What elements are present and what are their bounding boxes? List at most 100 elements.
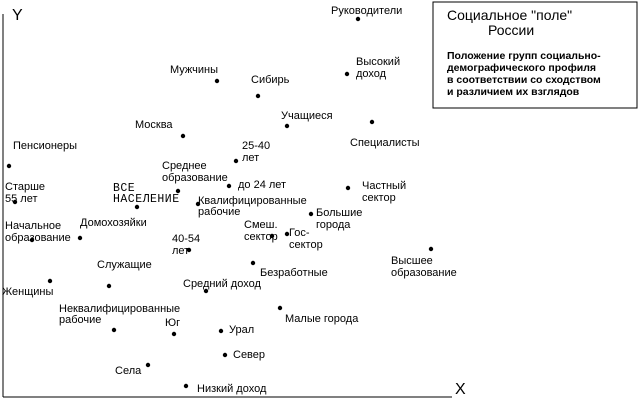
- label-bolshie-goroda-line-2: города: [316, 219, 351, 231]
- group-gos-sektor: Гос-сектор: [284, 227, 323, 251]
- label-bolshie-goroda-line-1: Большие: [316, 207, 362, 219]
- point-25-40: [233, 158, 239, 164]
- group-bezrabotnye: Безработные: [250, 260, 328, 279]
- point-vysokiy-dokhod: [344, 71, 350, 77]
- group-pensionery: Пенсионеры: [6, 140, 77, 169]
- label-do-24-line-1: до 24 лет: [238, 179, 286, 191]
- group-muzhchiny: Мужчины: [170, 64, 220, 84]
- legend-subtitle-line-4: и различием их взглядов: [447, 86, 580, 98]
- label-vysokiy-dokhod-line-1: Высокий: [356, 56, 400, 68]
- label-ural-line-1: Урал: [229, 324, 254, 336]
- label-sela-line-1: Села: [115, 365, 142, 377]
- group-sever: Север: [222, 349, 265, 361]
- point-sredniy-dokhod: [203, 288, 209, 294]
- legend-frame: [432, 1, 638, 109]
- label-vysokiy-dokhod-line-2: доход: [356, 68, 387, 80]
- label-zhenshchiny-line-1: Женщины: [2, 286, 53, 298]
- group-moskva: Москва: [135, 119, 186, 139]
- point-chastny-sektor: [345, 185, 351, 191]
- label-rukovoditeli-line-1: Руководители: [331, 5, 402, 17]
- label-vse-naselenie-line-2: НАСЕЛЕНИЕ: [113, 193, 180, 206]
- group-domokhozyayki: Домохозяйки: [77, 217, 147, 241]
- label-sever-line-1: Север: [233, 349, 265, 361]
- point-spetsialisty: [369, 119, 375, 125]
- point-muzhchiny: [214, 78, 220, 84]
- label-40-54-line-2: лет: [172, 245, 189, 257]
- y-axis-label: Y: [12, 7, 23, 24]
- label-chastny-sektor-line-1: Частный: [362, 180, 406, 192]
- label-malye-goroda-line-1: Малые города: [285, 313, 359, 325]
- point-40-54: [186, 247, 192, 253]
- group-spetsialisty: Специалисты: [350, 119, 420, 149]
- label-40-54-line-1: 40-54: [172, 233, 200, 245]
- label-moskva-line-1: Москва: [135, 119, 173, 131]
- point-domokhozyayki: [77, 235, 83, 241]
- point-nekvalif-rabochie: [111, 327, 117, 333]
- label-spetsialisty-line-1: Специалисты: [350, 137, 420, 149]
- label-domokhozyayki-line-1: Домохозяйки: [80, 217, 147, 229]
- group-sluzhashchie: Служащие: [97, 259, 152, 289]
- point-srednee-obrazovanie: [175, 188, 181, 194]
- label-chastny-sektor-line-2: сектор: [362, 192, 396, 204]
- point-vse-naselenie: [134, 204, 140, 210]
- legend-title-line-2: России: [488, 22, 534, 38]
- label-muzhchiny-line-1: Мужчины: [170, 64, 218, 76]
- label-smesh-sektor-line-1: Смеш.: [244, 219, 278, 231]
- point-do-24: [226, 183, 232, 189]
- point-zhenshchiny: [47, 278, 53, 284]
- legend-subtitle-line-3: в соответствии со сходством: [447, 74, 601, 86]
- label-vse-naselenie-line-1: ВСЕ: [113, 182, 135, 195]
- label-kvalif-rabochie-line-1: Квалифицированные: [198, 195, 307, 207]
- group-uchashchiesya: Учащиеся: [281, 110, 333, 129]
- point-rukovoditeli: [355, 16, 361, 22]
- group-sela: Села: [115, 362, 151, 377]
- label-25-40-line-2: лет: [242, 152, 259, 164]
- point-yug: [171, 331, 177, 337]
- label-nachalnoe-obrazovanie-line-1: Начальное: [5, 220, 61, 232]
- point-sever: [222, 352, 228, 358]
- label-nekvalif-rabochie-line-2: рабочие: [59, 314, 101, 326]
- legend-subtitle-line-2: демографического профиля: [447, 62, 596, 74]
- label-smesh-sektor-line-2: сектор: [244, 231, 278, 243]
- point-smesh-sektor: [269, 233, 275, 239]
- label-nizkiy-dokhod-line-1: Низкий доход: [197, 383, 267, 395]
- label-sibir-line-1: Сибирь: [251, 74, 290, 86]
- point-sibir: [255, 93, 261, 99]
- point-kvalif-rabochie: [195, 201, 201, 207]
- point-sela: [145, 362, 151, 368]
- point-ural: [218, 328, 224, 334]
- group-smesh-sektor: Смеш.сектор: [244, 219, 278, 243]
- group-sibir: Сибирь: [251, 74, 290, 99]
- group-nizkiy-dokhod: Низкий доход: [183, 383, 267, 395]
- group-ural: Урал: [218, 324, 254, 336]
- legend-title-line-1: Социальное "поле": [447, 7, 572, 23]
- point-nachalnoe-obrazovanie: [29, 237, 35, 243]
- label-25-40-line-1: 25-40: [242, 140, 270, 152]
- label-bezrabotnye-line-1: Безработные: [260, 267, 328, 279]
- label-srednee-obrazovanie-line-1: Среднее: [162, 160, 207, 172]
- label-gos-sektor-line-2: сектор: [289, 239, 323, 251]
- label-sredniy-dokhod-line-1: Средний доход: [183, 278, 261, 290]
- label-srednee-obrazovanie-line-2: образование: [162, 172, 228, 184]
- point-uchashchiesya: [284, 123, 290, 129]
- label-uchashchiesya-line-1: Учащиеся: [281, 110, 333, 122]
- group-yug: Юг: [165, 317, 180, 337]
- point-vysshee-obrazovanie: [428, 246, 434, 252]
- legend-box: Социальное "поле" России Положение групп…: [432, 1, 638, 109]
- point-malye-goroda: [277, 305, 283, 311]
- label-yug-line-1: Юг: [165, 317, 180, 329]
- label-vysshee-obrazovanie-line-2: образование: [391, 267, 457, 279]
- label-kvalif-rabochie-line-2: рабочие: [198, 206, 240, 218]
- label-sluzhashchie-line-1: Служащие: [97, 259, 152, 271]
